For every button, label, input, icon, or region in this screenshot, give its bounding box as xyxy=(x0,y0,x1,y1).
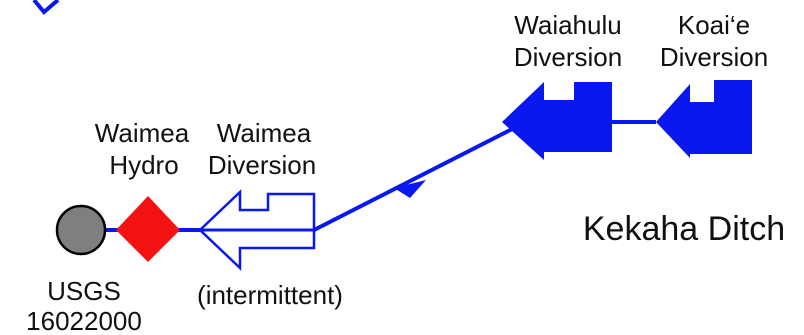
usgs-label-line1: USGS xyxy=(47,276,121,306)
hydro-label-line1: Waimea xyxy=(95,118,190,148)
usgs-label-line2: 16022000 xyxy=(26,306,142,335)
waimea-diversion-label-line2: Diversion xyxy=(208,150,316,180)
koaie-label-line2: Diversion xyxy=(660,42,768,72)
flow-direction-arrowhead xyxy=(394,180,426,198)
waiahulu-diversion-icon xyxy=(502,82,612,160)
intermittent-label: (intermittent) xyxy=(197,280,343,310)
gauge-circle-icon xyxy=(55,204,107,256)
hydro-label-line2: Hydro xyxy=(109,150,178,180)
koaie-diversion-icon xyxy=(656,80,752,158)
corner-arrow-fragment xyxy=(32,0,60,15)
waiahulu-label-line2: Diversion xyxy=(514,42,622,72)
hydro-diamond-icon xyxy=(116,196,180,262)
waiahulu-label-line1: Waiahulu xyxy=(514,10,621,40)
koaie-label-line1: Koai‘e xyxy=(678,10,750,40)
kekaha-ditch-label: Kekaha Ditch xyxy=(583,210,785,248)
waimea-diversion-label-line1: Waimea xyxy=(217,118,312,148)
